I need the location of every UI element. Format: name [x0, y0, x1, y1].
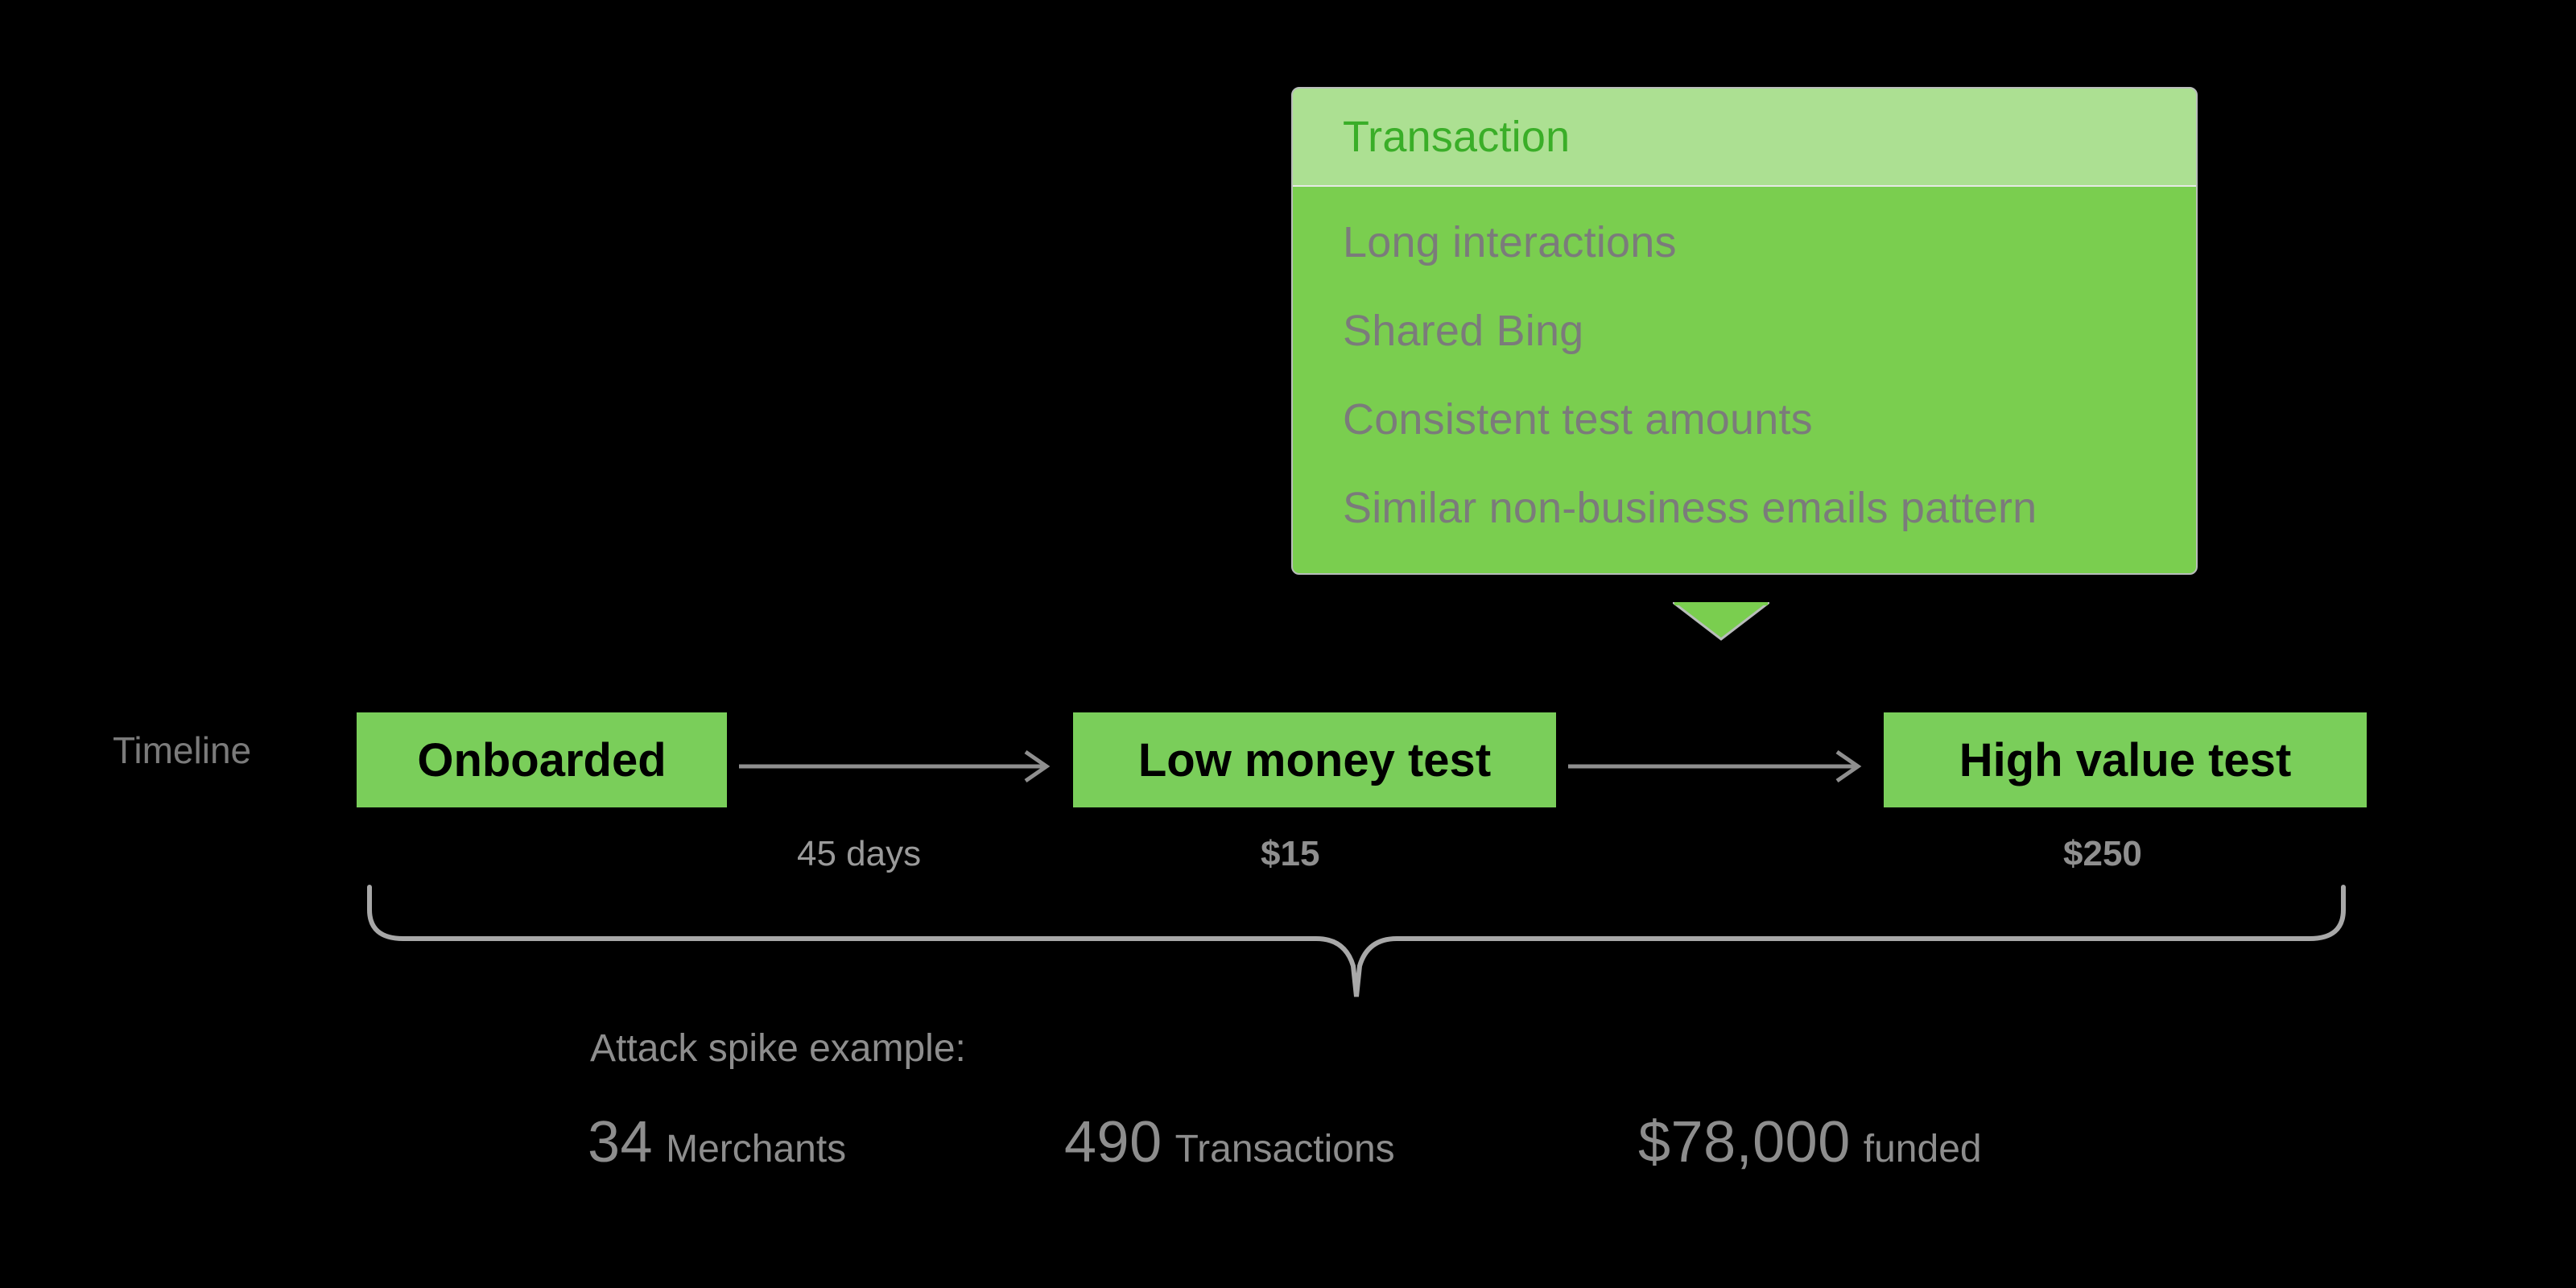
timeline-row-label: Timeline	[113, 729, 252, 771]
timeline-sub-label-low-amount: $15	[1261, 834, 1320, 873]
timeline-step-low-money-test[interactable]: Low money test	[1073, 712, 1556, 807]
stat-value: 490	[1064, 1110, 1162, 1174]
arrow-right-icon	[1568, 749, 1862, 783]
stat-funded: $78,000 funded	[1638, 1109, 1982, 1175]
popover-list-item[interactable]: Shared Bing	[1343, 307, 1584, 355]
stat-unit: Transactions	[1174, 1128, 1395, 1170]
popover-list-item[interactable]: Consistent test amounts	[1343, 395, 1813, 444]
popover-list-item[interactable]: Long interactions	[1343, 218, 1677, 266]
timeline-sub-label-duration: 45 days	[797, 834, 922, 873]
curly-brace-down-icon	[367, 885, 2346, 997]
stat-merchants: 34 Merchants	[588, 1109, 846, 1175]
popover-header-label: Transaction	[1343, 113, 1571, 161]
popover-body: Long interactions Shared Bing Consistent…	[1293, 187, 2196, 573]
timeline-step-onboarded[interactable]: Onboarded	[357, 712, 727, 807]
arrow-right-icon	[739, 749, 1051, 783]
stat-unit: Merchants	[666, 1128, 847, 1170]
timeline-step-high-value-test[interactable]: High value test	[1884, 712, 2367, 807]
popover-list-item[interactable]: Similar non-business emails pattern	[1343, 484, 2037, 532]
transaction-popover[interactable]: Transaction Long interactions Shared Bin…	[1291, 87, 2198, 575]
timeline-sub-label-high-amount: $250	[2063, 834, 2142, 873]
popover-tail-icon	[1673, 602, 1769, 641]
popover-header: Transaction	[1293, 89, 2196, 187]
footer-title: Attack spike example:	[590, 1027, 966, 1070]
stat-value: $78,000	[1638, 1110, 1851, 1174]
stat-value: 34	[588, 1110, 654, 1174]
stat-unit: funded	[1863, 1128, 1982, 1170]
stat-transactions: 490 Transactions	[1064, 1109, 1395, 1175]
